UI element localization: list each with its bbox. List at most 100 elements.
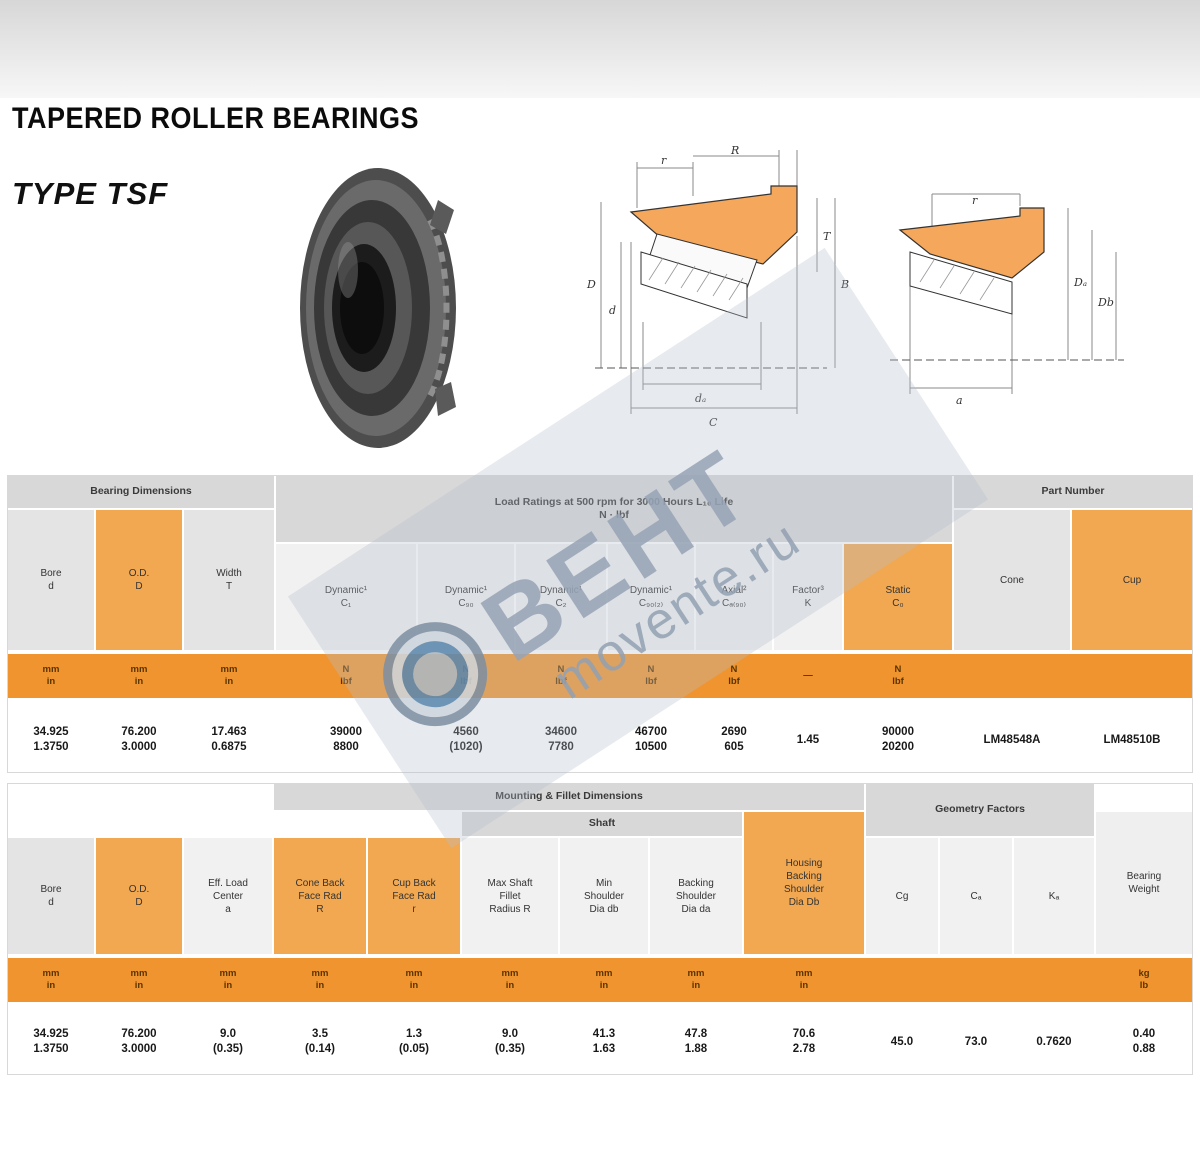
- dim-label-R: R: [730, 146, 739, 157]
- t2-unit-od: mm in: [130, 968, 148, 991]
- t2-unit-fillet: mm in: [501, 968, 519, 991]
- t2-unit-cup-rad: mm in: [405, 968, 423, 991]
- dim-label-T: T: [823, 230, 832, 243]
- bearing-photo-image: [300, 168, 456, 448]
- t1-group-load-ratings: Load Ratings at 500 rpm for 3000 Hours L…: [276, 476, 952, 542]
- dim-label-a: a: [956, 394, 963, 407]
- t2-value-cg: 45.0: [890, 1035, 914, 1048]
- t2-value-housing: 70.6 2.78: [792, 1028, 816, 1055]
- specs-table-load-ratings: Bearing Dimensions Load Ratings at 500 r…: [7, 475, 1193, 773]
- page-title: TAPERED ROLLER BEARINGS: [12, 102, 420, 135]
- t1-value-k: 1.45: [796, 733, 820, 746]
- specs-table-mounting: Mounting & Fillet Dimensions Shaft Geome…: [7, 783, 1193, 1075]
- t2-value-ca: 73.0: [964, 1035, 988, 1048]
- t1-value-od: 76.200 3.0000: [121, 726, 157, 753]
- t2-header-ca: Cₐ: [940, 838, 1012, 954]
- t1-unit-width: mm in: [220, 664, 238, 687]
- t2-unit-center: mm in: [219, 968, 237, 991]
- t1-header-dynamic-c2: Dynamic¹ C₂: [516, 544, 606, 650]
- t1-header-dynamic-c90: Dynamic¹ C₉₀: [418, 544, 514, 650]
- t2-header-od: O.D. D: [96, 838, 182, 954]
- t1-value-static: 90000 20200: [882, 726, 914, 753]
- t1-header-width: Width T: [184, 510, 274, 650]
- dim-label-d: d: [609, 304, 616, 317]
- t2-header-cg: Cg: [866, 838, 938, 954]
- t2-unit-cone-rad: mm in: [311, 968, 329, 991]
- t1-value-c90: 4560 (1020): [449, 726, 483, 753]
- t2-header-shoulder: Min Shoulder Dia db: [560, 838, 648, 954]
- t2-units-row: [8, 958, 1192, 1002]
- t2-value-cone-rad: 3.5 (0.14): [304, 1028, 336, 1055]
- t1-units-row: [8, 654, 1192, 698]
- t1-value-c1: 39000 8800: [330, 726, 362, 753]
- dim-label-D: D: [586, 278, 596, 291]
- cross-section-diagram-front: r R D d T B dₐ C: [565, 144, 855, 496]
- t2-value-backing: 47.8 1.88: [684, 1028, 708, 1055]
- t2-value-center: 9.0 (0.35): [212, 1028, 244, 1055]
- t1-header-od: O.D. D: [96, 510, 182, 650]
- t2-unit-weight: kg lb: [1138, 968, 1150, 991]
- t2-header-fillet: Max Shaft Fillet Radius R: [462, 838, 558, 954]
- t2-header-weight: Bearing Weight: [1096, 812, 1192, 954]
- dim-label-C: C: [709, 416, 718, 429]
- dim-label-r: r: [661, 154, 667, 167]
- t1-unit-c2: N lbf: [555, 664, 567, 687]
- t1-group-part-number: Part Number: [954, 476, 1192, 508]
- t1-unit-static: N lbf: [892, 664, 904, 687]
- t2-unit-bore: mm in: [42, 968, 60, 991]
- t2-value-shoulder: 41.3 1.63: [592, 1028, 616, 1055]
- dim-label-r2: r: [972, 194, 978, 207]
- t1-unit-c90: N lbf: [460, 664, 472, 687]
- t2-header-load-center: Eff. Load Center a: [184, 838, 272, 954]
- t1-unit-od: mm in: [130, 664, 148, 687]
- cross-section-side-drawing: Dₐ Db a r: [890, 193, 1124, 407]
- cross-section-front-drawing: r R D d T B dₐ C: [586, 144, 849, 429]
- t2-header-ka: Kₐ: [1014, 838, 1094, 954]
- t1-header-bore: Bore d: [8, 510, 94, 650]
- t2-header-backing: Backing Shoulder Dia da: [650, 838, 742, 954]
- t2-value-bore: 34.925 1.3750: [33, 1028, 69, 1055]
- bearing-photo: [290, 162, 460, 459]
- t1-header-factor-k: Factor³ K: [774, 544, 842, 650]
- dim-label-Da: Dₐ: [1073, 276, 1087, 289]
- t2-header-cone-rad: Cone Back Face Rad R: [274, 838, 366, 954]
- t2-header-cup-rad: Cup Back Face Rad r: [368, 838, 460, 954]
- t1-value-axial: 2690 605: [721, 726, 747, 753]
- type-label: TYPE TSF: [12, 176, 169, 211]
- t1-value-c902: 46700 10500: [635, 726, 667, 753]
- t1-header-dynamic-c902: Dynamic¹ C₉₀₍₂₎: [608, 544, 694, 650]
- dim-label-da: dₐ: [695, 392, 706, 405]
- t1-value-width: 17.463 0.6875: [211, 726, 247, 753]
- t2-value-od: 76.200 3.0000: [121, 1028, 157, 1055]
- t1-header-static: Static C₀: [844, 544, 952, 650]
- cross-section-diagram-side: Dₐ Db a r: [872, 192, 1137, 437]
- t1-value-bore: 34.925 1.3750: [33, 726, 69, 753]
- t2-value-cup-rad: 1.3 (0.05): [398, 1028, 430, 1055]
- t1-unit-c902: N lbf: [645, 664, 657, 687]
- t2-header-bore: Bore d: [8, 838, 94, 954]
- t1-value-cup: LM48510B: [1103, 733, 1161, 746]
- t1-unit-bore: mm in: [42, 664, 60, 687]
- t1-header-cone: Cone: [954, 510, 1070, 650]
- t1-group-dimensions: Bearing Dimensions: [8, 476, 274, 508]
- t1-value-cone: LM48548A: [983, 733, 1041, 746]
- t1-header-cup: Cup: [1072, 510, 1192, 650]
- t1-unit-k: —: [803, 670, 813, 682]
- t1-value-c2: 34600 7780: [545, 726, 577, 753]
- t2-unit-shoulder: mm in: [595, 968, 613, 991]
- t1-unit-c1: N lbf: [340, 664, 352, 687]
- t2-unit-backing: mm in: [687, 968, 705, 991]
- t1-header-axial: Axial² Cₐ₍₉₀₎: [696, 544, 772, 650]
- t1-unit-axial: N lbf: [728, 664, 740, 687]
- t2-group-geometry: Geometry Factors: [866, 784, 1094, 836]
- t2-group-shaft: Shaft: [462, 812, 742, 836]
- t2-group-mounting: Mounting & Fillet Dimensions: [274, 784, 864, 810]
- dim-label-Db: Db: [1097, 296, 1114, 309]
- t1-header-dynamic-c1: Dynamic¹ C₁: [276, 544, 416, 650]
- t2-value-ka: 0.7620: [1036, 1035, 1072, 1048]
- t2-header-housing: Housing Backing Shoulder Dia Db: [744, 812, 864, 954]
- t2-value-weight: 0.40 0.88: [1132, 1028, 1156, 1055]
- top-shade: [0, 0, 1200, 98]
- t2-unit-housing: mm in: [795, 968, 813, 991]
